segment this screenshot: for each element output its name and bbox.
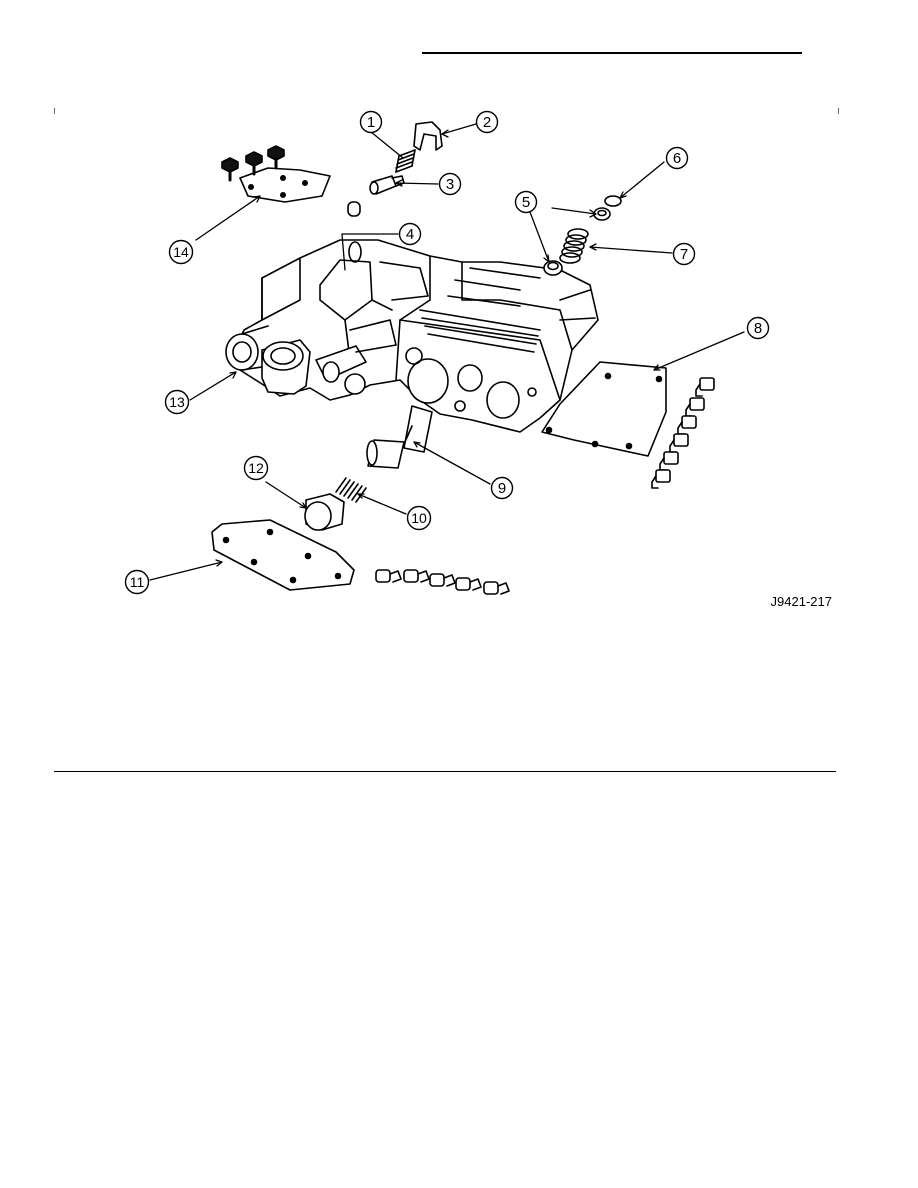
- callout-13-circle: [164, 389, 190, 415]
- crop-mark-left: [54, 108, 55, 114]
- callout-7: 7: [680, 246, 688, 263]
- part-1-spring: [395, 149, 416, 173]
- callout-10-circle: [406, 505, 432, 531]
- callout-4: 4: [406, 226, 414, 243]
- callout-circles: [124, 110, 770, 595]
- leader-5: [529, 211, 550, 263]
- leader-2: [441, 123, 477, 135]
- part-2-retainer-clip: [413, 121, 443, 151]
- callout-5-circle: [514, 190, 538, 214]
- crop-mark-right: [838, 108, 839, 114]
- leader-10: [357, 493, 407, 515]
- callout-11: 11: [130, 574, 145, 590]
- part-8-cover-plate: [541, 361, 667, 457]
- callout-2: 2: [483, 114, 491, 131]
- leader-1: [370, 131, 404, 159]
- valve-body-bore-boss: [225, 319, 397, 395]
- leader-3: [395, 182, 439, 185]
- leader-5b: [551, 207, 597, 215]
- callout-5: 5: [522, 194, 530, 211]
- callout-8: 8: [754, 320, 762, 337]
- callout-1-circle: [359, 110, 383, 134]
- section-divider: [54, 771, 836, 772]
- leader-4: [341, 233, 399, 271]
- part-7-spring: [559, 228, 589, 264]
- leader-6: [619, 161, 665, 199]
- leader-11: [149, 561, 223, 581]
- callout-14-circle: [168, 239, 194, 265]
- part-14-bolts: [221, 145, 285, 182]
- part-8-bolts: [651, 377, 715, 489]
- leader-8: [653, 331, 745, 371]
- callout-10: 10: [411, 510, 427, 526]
- callout-2-circle: [475, 110, 499, 134]
- callout-12-circle: [243, 455, 269, 481]
- leader-9: [413, 441, 491, 485]
- leader-14: [195, 195, 261, 241]
- callout-9: 9: [498, 480, 506, 497]
- valve-body-housing: [231, 239, 599, 433]
- part-14-cover-plate: [239, 167, 331, 203]
- callout-6: 6: [673, 150, 681, 167]
- leader-13: [189, 371, 237, 401]
- callout-12: 12: [248, 460, 264, 476]
- part-6-retainer: [593, 195, 622, 221]
- part-12-plug: [304, 493, 345, 531]
- callout-14: 14: [173, 244, 189, 260]
- part-11-cover-plate: [211, 519, 355, 591]
- header-rule: [422, 52, 802, 54]
- part-5-seal: [543, 260, 563, 276]
- leader-12: [265, 481, 307, 509]
- callout-3-circle: [438, 172, 462, 196]
- callout-3: 3: [446, 176, 454, 193]
- callout-13: 13: [169, 394, 185, 410]
- part-10-spring: [335, 477, 367, 503]
- callout-1: 1: [367, 114, 375, 131]
- leader-7: [589, 246, 673, 254]
- part-4-plug: [347, 201, 361, 217]
- callout-6-circle: [665, 146, 689, 170]
- part-11-bolts: [375, 569, 510, 595]
- leader-lines: [149, 123, 745, 581]
- callout-4-circle: [398, 222, 422, 246]
- callout-7-circle: [672, 242, 696, 266]
- callout-9-circle: [490, 476, 514, 500]
- part-3-valve: [369, 175, 405, 195]
- figure-code: J9421-217: [771, 594, 832, 609]
- part-9-valve: [366, 405, 433, 469]
- callout-11-circle: [124, 569, 150, 595]
- callout-8-circle: [746, 316, 770, 340]
